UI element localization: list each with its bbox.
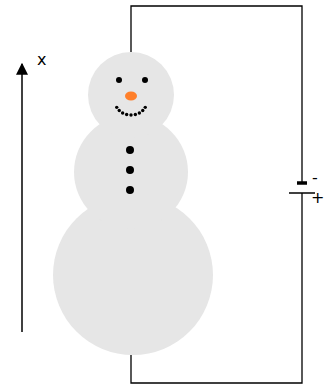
smile-dot (125, 113, 128, 116)
smile-dot (118, 109, 121, 112)
smile-dot (144, 106, 147, 109)
eye (116, 77, 122, 83)
button (126, 186, 134, 194)
axis-arrow (21, 64, 23, 332)
label-text: - (312, 168, 318, 187)
smile-dot (138, 111, 141, 114)
nose (125, 92, 137, 101)
smile-dot (129, 113, 132, 116)
smile-dot (141, 109, 144, 112)
smile-dot (134, 113, 137, 116)
axis-label: x (37, 52, 46, 68)
smile (115, 106, 147, 117)
button (126, 146, 134, 154)
polarity-label: + (311, 190, 324, 206)
label-text: x (37, 50, 46, 69)
snowman-head (88, 52, 174, 138)
battery-negative-plate (297, 181, 307, 185)
button (126, 166, 134, 174)
smile-dot (121, 111, 124, 114)
smile-dot (115, 106, 118, 109)
label-text: + (311, 188, 324, 207)
eye (142, 77, 148, 83)
polarity-label: - (312, 170, 318, 186)
